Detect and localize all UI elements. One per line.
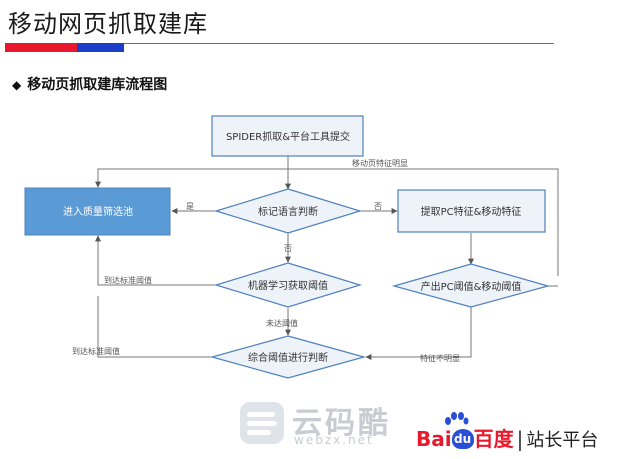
- brand-station: 站长平台: [526, 430, 599, 451]
- page-title: 移动网页抓取建库: [8, 10, 208, 38]
- edge-clear-mobile: [95, 168, 559, 276]
- node-features-label: 提取PC特征&移动特征: [421, 205, 522, 218]
- node-submit-box: [211, 115, 364, 157]
- node-judge-diamond: [209, 335, 367, 379]
- title-rule-line: [124, 43, 554, 44]
- diamond-bullet-icon: ◆: [12, 78, 22, 92]
- node-ml-label: 机器学习获取阈值: [248, 279, 328, 292]
- node-pool-label: 进入质量筛选池: [63, 205, 133, 218]
- node-output-diamond: [391, 263, 551, 308]
- node-output-label: 产出PC阈值&移动阈值: [421, 280, 522, 293]
- subtitle-text: 移动页抓取建库流程图: [27, 77, 168, 93]
- brand-bai: Bai: [416, 427, 452, 451]
- title-rule-red: [5, 43, 77, 52]
- edge-label-no-right: 否: [374, 202, 382, 211]
- edge-label-unclear: 特征不明显: [420, 353, 460, 363]
- node-markup-diamond: [213, 188, 363, 234]
- baidu-paw-icon: [445, 412, 469, 425]
- node-ml-diamond: [213, 262, 363, 308]
- watermark-url: webzx.net: [294, 433, 374, 447]
- watermark-logo-icon: [240, 402, 284, 444]
- node-features-box: [397, 189, 546, 233]
- edge-label-reach-judge: 到达标准阈值: [72, 346, 120, 356]
- edge-label-not-reach: 未达阈值: [266, 318, 298, 328]
- title-rule-blue: [77, 43, 124, 52]
- edge-label-yes: 是: [186, 202, 194, 211]
- brand-baidu-cn: 百度: [473, 427, 514, 451]
- edge-ml-pool: [95, 235, 216, 286]
- edge-label-reach-ml: 到达标准阈值: [104, 275, 152, 285]
- section-subtitle: ◆ 移动页抓取建库流程图: [12, 74, 167, 94]
- brand-du: du: [451, 428, 474, 449]
- brand-divider: |: [516, 427, 524, 451]
- edge-judge-pool: [97, 296, 212, 358]
- node-submit-label: SPIDER抓取&平台工具提交: [226, 130, 350, 143]
- node-pool-box: [24, 187, 171, 236]
- node-markup-label: 标记语言判断: [258, 205, 318, 218]
- edge-output-judge: [365, 307, 472, 360]
- watermark-name: 云码酷: [292, 406, 391, 441]
- edge-label-clear-mobile: 移动页特征明显: [352, 158, 408, 168]
- edge-label-no-down: 否: [284, 244, 292, 253]
- node-judge-label: 综合阈值进行判断: [248, 351, 328, 364]
